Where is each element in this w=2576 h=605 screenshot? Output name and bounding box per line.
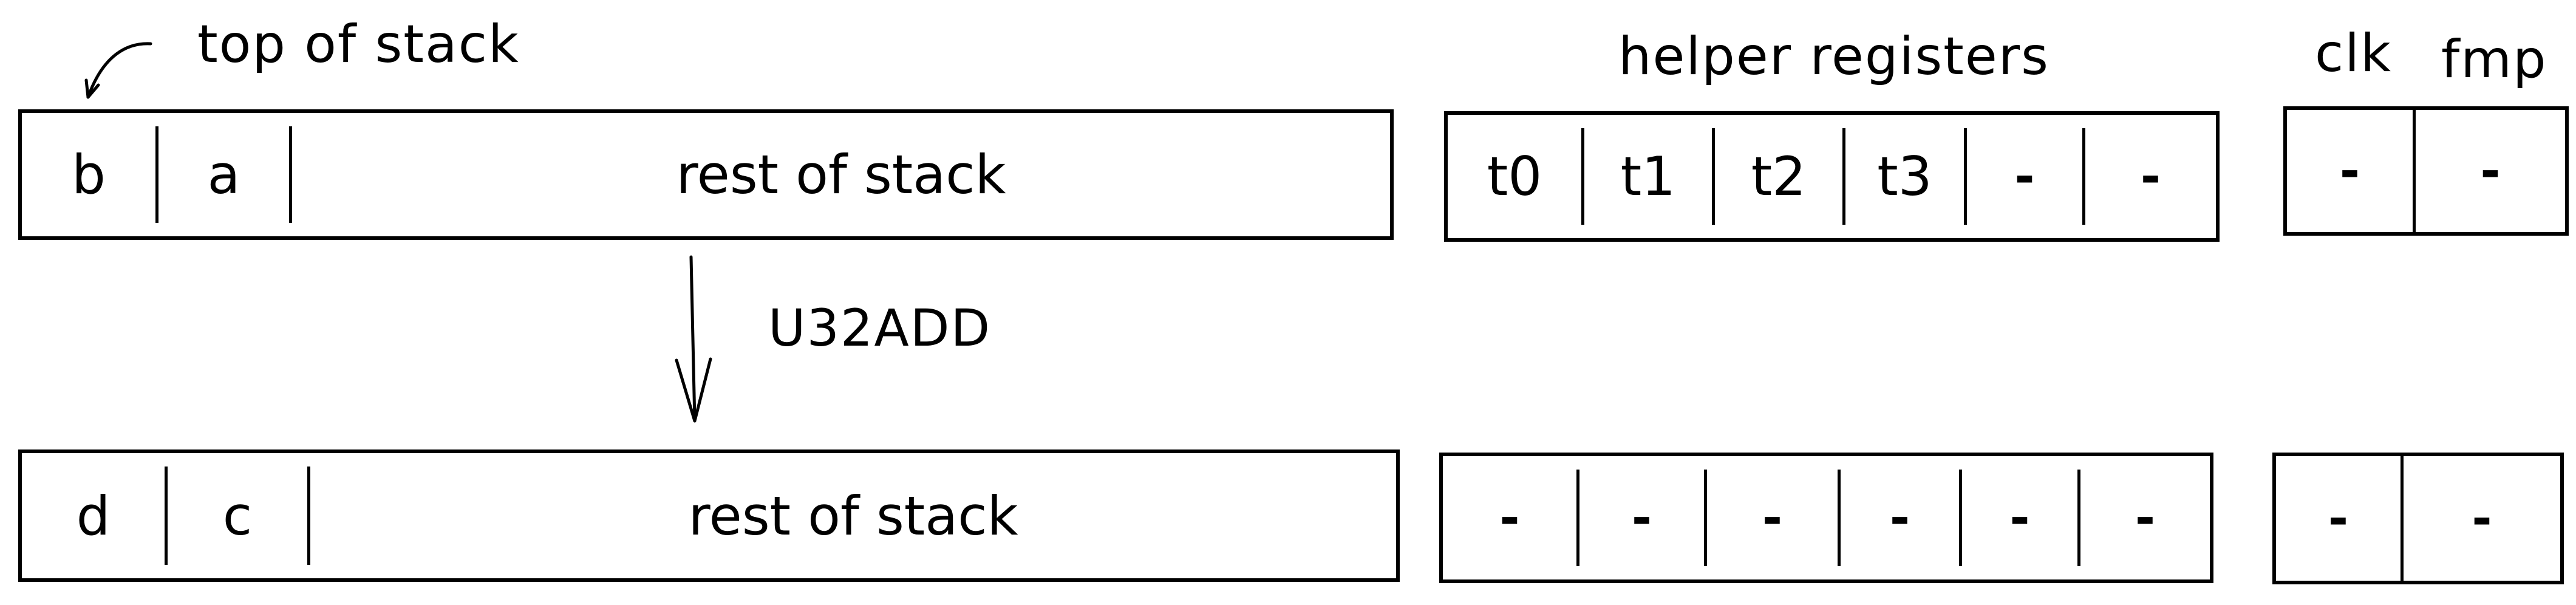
helper-register: -	[2080, 456, 2210, 579]
stack-value: b	[72, 143, 106, 206]
helper-register: -	[1443, 470, 1579, 566]
curved-arrow-icon	[84, 42, 152, 99]
helper-register: -	[1967, 128, 2085, 225]
clk-fmp-before: - -	[2283, 106, 2569, 236]
helper-register: t0	[1448, 128, 1584, 225]
stack-value: d	[76, 484, 111, 547]
stack-rest: rest of stack	[292, 113, 1390, 236]
clk-cell: -	[2276, 456, 2404, 581]
fmp-cell: -	[2404, 456, 2560, 581]
register-value: -	[2140, 148, 2161, 205]
fmp-value: -	[2472, 490, 2492, 547]
helper-register: -	[1841, 470, 1962, 566]
register-value: -	[2009, 490, 2030, 546]
arrow-down-icon	[675, 255, 712, 423]
helper-register: t2	[1715, 128, 1845, 225]
helper-register: -	[1579, 470, 1707, 566]
stack-value: c	[222, 484, 253, 547]
stack-cell-top: d	[22, 467, 168, 565]
clk-value: -	[2328, 490, 2349, 547]
fmp-cell: -	[2416, 110, 2565, 232]
stack-before: b a rest of stack	[18, 109, 1394, 240]
clk-cell: -	[2287, 110, 2416, 232]
register-value: t3	[1877, 145, 1932, 208]
helper-register: -	[1962, 470, 2080, 566]
stack-cell-second: a	[158, 126, 292, 223]
rest-of-stack-label: rest of stack	[688, 484, 1018, 547]
stack-cell-second: c	[168, 467, 310, 565]
operation-label: U32ADD	[768, 298, 992, 358]
clk-fmp-after: - -	[2272, 453, 2564, 584]
register-value: -	[1762, 490, 1783, 546]
register-value: -	[1889, 490, 1910, 546]
clk-label: clk	[2315, 23, 2392, 84]
stack-cell-top: b	[22, 126, 158, 223]
stack-rest: rest of stack	[310, 453, 1396, 578]
register-value: t1	[1620, 145, 1676, 208]
register-value: -	[2135, 490, 2156, 546]
register-value: -	[1631, 490, 1652, 546]
register-value: -	[1499, 490, 1520, 546]
top-of-stack-label: top of stack	[197, 14, 520, 75]
register-value: -	[2014, 148, 2035, 205]
helper-register: t3	[1845, 128, 1967, 225]
rest-of-stack-label: rest of stack	[676, 143, 1006, 206]
stack-value: a	[207, 143, 240, 206]
fmp-value: -	[2480, 143, 2501, 199]
helper-registers-label: helper registers	[1618, 26, 2050, 87]
register-value: t2	[1751, 145, 1807, 208]
helper-registers-after: - - - - - -	[1439, 453, 2213, 583]
helper-registers-before: t0 t1 t2 t3 - -	[1444, 111, 2220, 242]
helper-register: -	[2085, 115, 2216, 238]
stack-after: d c rest of stack	[18, 449, 1400, 582]
helper-register: t1	[1584, 128, 1715, 225]
clk-value: -	[2339, 143, 2360, 199]
fmp-label: fmp	[2441, 29, 2547, 90]
register-value: t0	[1487, 145, 1542, 208]
helper-register: -	[1707, 470, 1841, 566]
